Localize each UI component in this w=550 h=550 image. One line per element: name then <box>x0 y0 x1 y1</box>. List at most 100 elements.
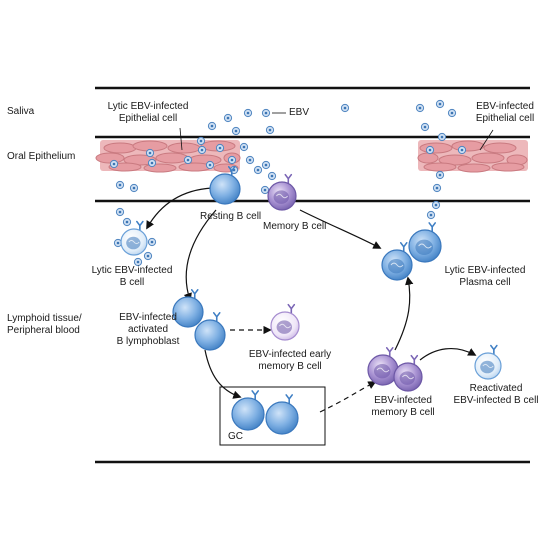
infected-memory-cell-2 <box>393 354 423 392</box>
ebv-virions <box>109 99 467 267</box>
label-reactivated: Reactivated EBV-infected B cell <box>448 383 544 407</box>
ebv-virion <box>243 108 253 118</box>
ebv-virion <box>122 217 132 227</box>
ebv-virion <box>432 183 442 193</box>
ebv-virion <box>425 145 435 155</box>
ebv-virion <box>197 145 207 155</box>
reactivated-cell <box>474 344 502 380</box>
label-lytic-plasma-line-1: Lytic EBV-infected <box>444 265 526 276</box>
label-lymphoblast-line-2: activated <box>127 324 169 335</box>
label-reactivated-line-1: Reactivated <box>469 383 523 394</box>
ebv-virion <box>447 108 457 118</box>
ebv-virion <box>260 185 270 195</box>
label-lytic-b-line-2: B cell <box>119 277 145 288</box>
compartment-lines <box>95 86 530 464</box>
ebv-virion <box>239 142 249 152</box>
ebv-virion <box>223 113 233 123</box>
arrow-resting-to-lytic-b <box>146 187 213 230</box>
ebv-virion <box>147 158 157 168</box>
label-resting-b: Resting B cell <box>200 211 262 222</box>
lymphoblast-cell-2 <box>194 312 226 351</box>
arrow-memory-to-reactivated <box>419 347 477 361</box>
label-memory-b: Memory B cell <box>263 221 327 232</box>
arrow-memory-to-plasma <box>299 209 382 249</box>
ebv-virion <box>426 210 436 220</box>
ebv-virion <box>133 257 143 267</box>
arrow-resting-to-lymphoblast <box>183 209 217 302</box>
lytic-b-cell <box>120 220 148 256</box>
label-lymphoblast-line-3: B lymphoblast <box>116 336 180 347</box>
leader-lines <box>179 112 494 151</box>
resting-b-cell <box>209 166 241 205</box>
ebv-virion <box>340 103 350 113</box>
ebv-virion <box>245 155 255 165</box>
ebv-virion <box>231 126 241 136</box>
label-lytic-plasma-line-2: Plasma cell <box>459 277 511 288</box>
label-gc: GC <box>228 431 243 442</box>
lymphoblast-cell-1 <box>172 289 204 328</box>
plasma-cell-2 <box>381 242 413 281</box>
label-reactivated-line-2: EBV-infected B cell <box>453 395 539 406</box>
label-lytic-plasma: Lytic EBV-infected Plasma cell <box>435 265 535 289</box>
ebv-virion <box>143 251 153 261</box>
label-lytic-epithelial: Lytic EBV-infected Epithelial cell <box>100 101 196 125</box>
ebv-virion <box>420 122 430 132</box>
ebv-virion <box>129 183 139 193</box>
label-lymphoblast-line-1: EBV-infected <box>119 312 177 323</box>
memory-b-cell <box>267 173 297 211</box>
compartment-lymphoid-line-1: Lymphoid tissue/ <box>7 313 82 324</box>
ebv-virion <box>435 99 445 109</box>
ebv-virion <box>415 103 425 113</box>
ebv-virion <box>227 155 237 165</box>
ebv-virion <box>261 160 271 170</box>
label-lytic-b-line-1: Lytic EBV-infected <box>91 265 173 276</box>
label-ebv: EBV <box>289 107 310 118</box>
epithelium-right <box>417 140 528 173</box>
arrow-gc-to-memory <box>319 381 377 413</box>
ebv-virion <box>109 159 119 169</box>
gc-box <box>219 386 326 446</box>
compartment-saliva: Saliva <box>7 106 35 117</box>
compartment-lymphoid-tissue: Lymphoid tissue/ Peripheral blood <box>7 313 82 337</box>
ebv-virion <box>145 148 155 158</box>
plasma-cell-1 <box>408 222 442 263</box>
ebv-virion <box>183 155 193 165</box>
label-ebv-epithelial: EBV-infected Epithelial cell <box>465 101 545 125</box>
ebv-virion <box>265 125 275 135</box>
ebv-virion <box>207 121 217 131</box>
epithelium-left <box>95 140 241 173</box>
ebv-virion <box>437 132 447 142</box>
label-infected-memory-line-2: memory B cell <box>371 407 435 418</box>
gc-cell-1 <box>231 390 265 431</box>
ebv-virion <box>435 170 445 180</box>
label-lytic-epithelial-line-2: Epithelial cell <box>118 113 178 124</box>
ebv-virion <box>115 207 125 217</box>
label-lytic-epithelial-line-1: Lytic EBV-infected <box>107 101 189 112</box>
ebv-virion <box>261 108 271 118</box>
arrow-memory-to-plasma-up <box>394 276 414 351</box>
label-early-memory-line-1: EBV-infected early <box>248 349 332 360</box>
ebv-virion <box>147 237 157 247</box>
label-early-memory: EBV-infected early memory B cell <box>240 349 340 373</box>
infected-memory-cell-1 <box>367 347 399 386</box>
ebv-virion <box>267 171 277 181</box>
label-ebv-epithelial-line-1: EBV-infected <box>476 101 534 112</box>
label-early-memory-line-2: memory B cell <box>258 361 322 372</box>
ebv-virion <box>253 165 263 175</box>
ebv-virion <box>196 136 206 146</box>
compartment-lymphoid-line-2: Peripheral blood <box>7 325 80 336</box>
label-infected-memory: EBV-infected memory B cell <box>358 395 448 419</box>
arrows <box>146 187 477 413</box>
early-memory-cell <box>270 303 300 341</box>
ebv-virion <box>115 180 125 190</box>
cells <box>120 166 502 435</box>
label-lymphoblast: EBV-infected activated B lymphoblast <box>108 312 188 348</box>
label-lytic-b: Lytic EBV-infected B cell <box>82 265 182 289</box>
ebv-virion <box>205 160 215 170</box>
compartment-oral-epithelium: Oral Epithelium <box>7 151 76 162</box>
arrow-lymphoblast-to-gc <box>204 349 242 399</box>
ebv-virion <box>215 143 225 153</box>
label-ebv-epithelial-line-2: Epithelial cell <box>475 113 535 124</box>
label-infected-memory-line-1: EBV-infected <box>374 395 432 406</box>
